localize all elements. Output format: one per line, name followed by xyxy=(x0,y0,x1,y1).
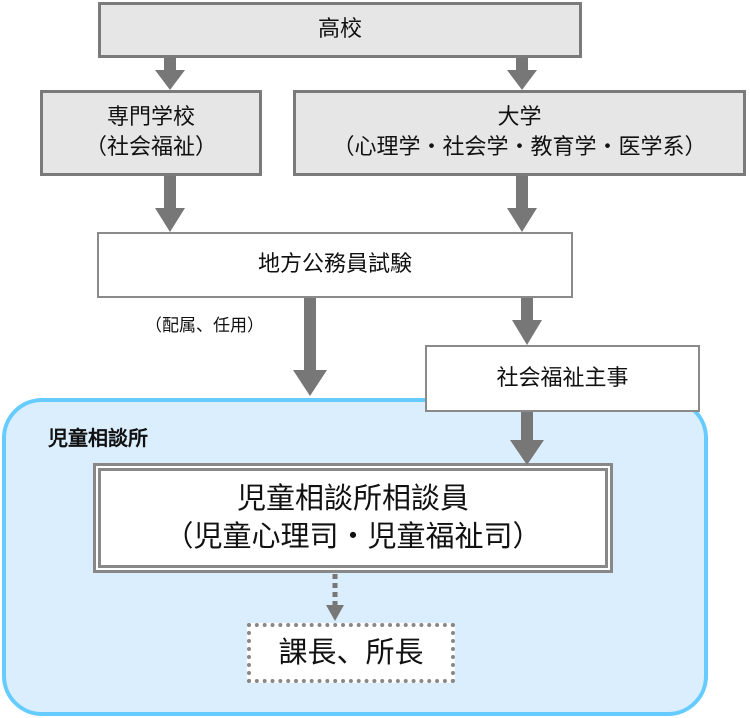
exam-box: 地方公務員試験 xyxy=(97,232,573,298)
assignment-note: （配属、任用） xyxy=(145,316,264,336)
arrow-highschool-to-university xyxy=(507,58,537,90)
vocational-label: 専門学校 xyxy=(106,105,195,131)
counselor-box: 児童相談所相談員（児童心理司・児童福祉司） xyxy=(93,463,613,573)
high-school-box: 高校 xyxy=(98,2,582,58)
arrow-exam-to-center xyxy=(293,298,327,396)
counselor-sub: （児童心理司・児童福祉司） xyxy=(164,519,542,553)
university-sub: （心理学・社会学・教育学・医学系） xyxy=(332,135,707,160)
high-school-label: 高校 xyxy=(317,17,362,43)
arrow-university-to-exam xyxy=(507,176,537,232)
region-label: 児童相談所 xyxy=(48,426,148,450)
vocational-school-box: 専門学校 （社会福祉） xyxy=(40,90,262,176)
arrow-counselor-to-promotion xyxy=(326,574,344,621)
exam-label: 地方公務員試験 xyxy=(257,252,412,278)
university-box: 大学 （心理学・社会学・教育学・医学系） xyxy=(293,90,746,176)
promotion-label: 課長、所長 xyxy=(278,635,424,670)
social-welfare-officer-label: 社会福祉主事 xyxy=(496,365,629,391)
counselor-title: 児童相談所相談員 xyxy=(236,481,469,516)
arrow-highschool-to-vocational xyxy=(155,58,185,90)
university-label: 大学 xyxy=(497,105,542,131)
promotion-box: 課長、所長 xyxy=(247,623,455,683)
vocational-sub: （社会福祉） xyxy=(84,135,217,160)
arrow-exam-to-officer xyxy=(512,298,542,345)
arrow-officer-to-counselor xyxy=(510,412,544,465)
social-welfare-officer-box: 社会福祉主事 xyxy=(425,345,700,412)
arrow-vocational-to-exam xyxy=(155,176,185,232)
